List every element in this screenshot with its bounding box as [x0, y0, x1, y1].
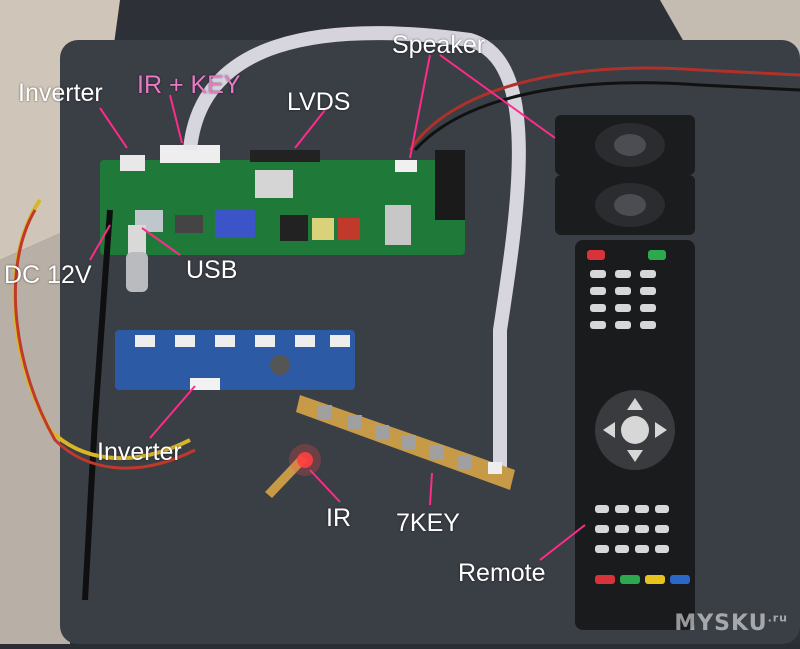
arrow-inverter-bottom	[149, 385, 196, 439]
ir-key-connector	[160, 145, 220, 163]
vga-port	[215, 210, 255, 238]
arrow-speaker-1	[409, 54, 431, 159]
arrow-ir	[309, 469, 341, 503]
label-remote: Remote	[458, 559, 546, 587]
arrow-inverter-top	[99, 107, 128, 149]
label-lvds: LVDS	[287, 88, 351, 116]
arrow-ir-key	[169, 94, 183, 144]
watermark-suffix: .ru	[767, 611, 788, 625]
label-dc-12v: DC 12V	[4, 261, 92, 289]
speakers	[555, 115, 695, 235]
av-jack-1	[280, 215, 308, 241]
ribbon-cable	[183, 26, 526, 470]
ir-receiver	[265, 444, 321, 498]
heatsink	[255, 170, 293, 198]
seven-key-board	[296, 395, 515, 490]
speaker-wire-red	[408, 66, 800, 151]
speaker-connector	[395, 160, 417, 172]
watermark: MYSKU.ru	[674, 611, 788, 636]
label-inverter-bottom: Inverter	[97, 438, 182, 466]
label-speaker: Speaker	[392, 31, 486, 59]
usb-stick	[126, 225, 148, 292]
arrow-7key	[429, 472, 433, 506]
inverter-board	[115, 330, 355, 390]
label-ir-key: IR + KEY	[137, 71, 241, 99]
arrow-remote	[539, 524, 586, 561]
watermark-text: MYSKU	[674, 611, 768, 636]
annotation-arrows	[89, 54, 586, 561]
dc-cable	[82, 209, 113, 601]
av-jack-3	[338, 218, 360, 240]
arrow-speaker-2	[439, 54, 556, 139]
label-inverter-top: Inverter	[18, 79, 103, 107]
label-usb: USB	[186, 256, 238, 284]
hdmi-port	[175, 215, 203, 233]
lvds-connector	[250, 150, 320, 162]
inverter-wire-red	[13, 209, 196, 470]
antenna-port	[385, 205, 411, 245]
arrow-dc	[89, 224, 111, 261]
controller-board	[100, 145, 465, 255]
label-7key: 7KEY	[396, 509, 460, 537]
arrow-usb	[141, 227, 181, 256]
av-jack-2	[312, 218, 334, 240]
label-ir: IR	[326, 504, 351, 532]
inverter-connector	[120, 155, 145, 171]
speaker-wire-black	[413, 81, 800, 152]
remote-control	[575, 240, 695, 630]
arrow-lvds	[294, 109, 326, 149]
audio-block	[435, 150, 465, 220]
